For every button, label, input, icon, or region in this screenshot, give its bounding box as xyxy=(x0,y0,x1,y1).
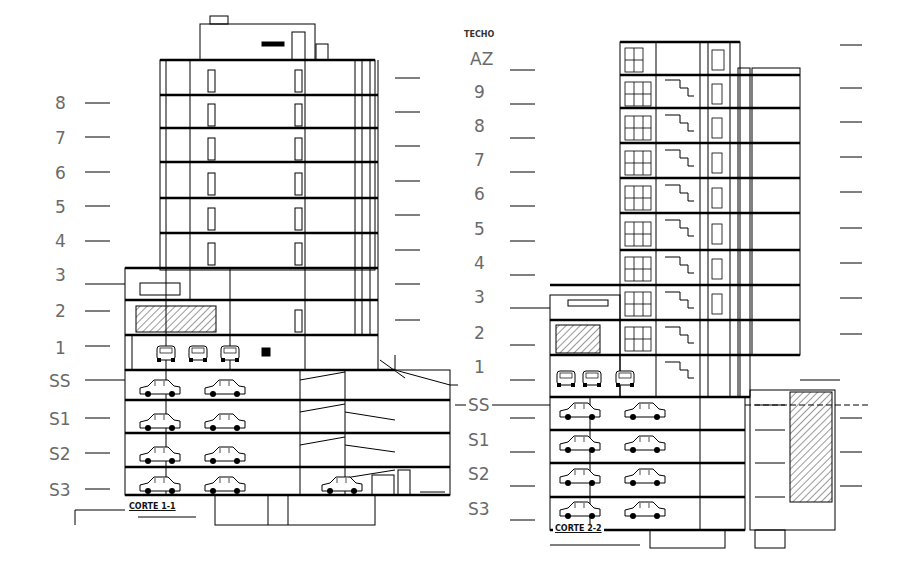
level-label: 8 xyxy=(53,95,68,113)
level-label: 4 xyxy=(472,255,487,273)
level-label: 7 xyxy=(53,130,68,148)
level-label: 2 xyxy=(53,303,68,321)
level-label: AZ xyxy=(468,51,495,69)
level-label: 1 xyxy=(53,340,68,358)
level-label: 2 xyxy=(472,325,487,343)
level-label: S1 xyxy=(466,432,492,450)
section-caption: CORTE 2-2 xyxy=(553,525,604,533)
level-label: S3 xyxy=(47,482,73,500)
level-label: 3 xyxy=(472,289,487,307)
level-label: 9 xyxy=(472,84,487,102)
level-label: S2 xyxy=(466,466,492,484)
section-caption: CORTE 1-1 xyxy=(127,503,178,511)
level-label: 7 xyxy=(472,152,487,170)
level-label: S3 xyxy=(466,501,492,519)
level-label: S1 xyxy=(47,411,73,429)
level-label: 1 xyxy=(472,359,487,377)
level-label: TECHO xyxy=(462,31,496,39)
level-label: 8 xyxy=(472,118,487,136)
level-label: 4 xyxy=(53,233,68,251)
level-label: 5 xyxy=(472,221,487,239)
level-label: SS xyxy=(47,373,73,391)
level-label: 3 xyxy=(53,267,68,285)
level-label: S2 xyxy=(47,446,73,464)
level-label: 6 xyxy=(53,165,68,183)
level-label: 6 xyxy=(472,186,487,204)
level-label: SS xyxy=(466,397,492,415)
level-label: 5 xyxy=(53,199,68,217)
